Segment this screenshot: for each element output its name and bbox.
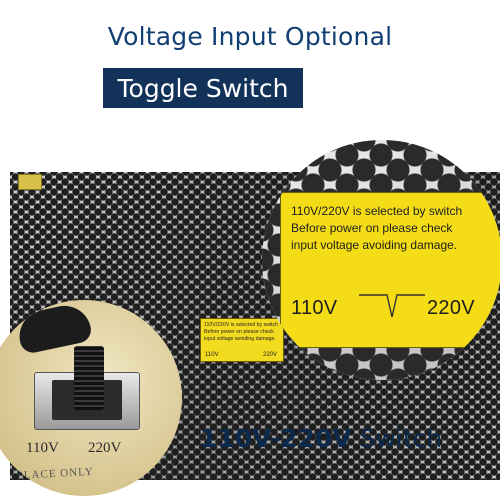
small-label-line1: 110V/220V is selected by switch [204, 322, 279, 328]
small-label-line3: input voltage avoiding damage. [204, 336, 276, 342]
label-line1: 110V/220V is selected by switch [291, 204, 463, 218]
label-line3: input voltage avoiding damage. [291, 238, 458, 252]
label-110v: 110V [291, 297, 338, 319]
small-label-110v: 110V [205, 352, 219, 358]
headline: Voltage Input Optional [107, 22, 393, 51]
corner-sticker [18, 174, 42, 190]
caption-switch: Switch [351, 424, 443, 453]
label-line2: Before power on please check [291, 221, 453, 235]
small-label-line2: Before power on please check [204, 329, 274, 335]
zoom-circle-switch: 110V 220V -PLACE ONLY [0, 300, 182, 496]
label-220v: 220V [427, 297, 475, 319]
caption-voltage: 110V-220V [200, 424, 352, 453]
switch-220v-marking: 220V [88, 440, 122, 456]
zoom-circle-label: 110V/220V is selected by switch Before p… [262, 140, 500, 380]
bottom-caption: 110V-220V Switch [200, 424, 500, 453]
arrow-icon [359, 294, 425, 318]
warning-label: 110V/220V is selected by switch Before p… [280, 192, 500, 348]
toggle-switch-badge: Toggle Switch [103, 68, 303, 108]
switch-110v-marking: 110V [26, 440, 59, 456]
switch-knob [74, 346, 104, 410]
switch-bottom-marking: -PLACE ONLY [11, 465, 94, 483]
